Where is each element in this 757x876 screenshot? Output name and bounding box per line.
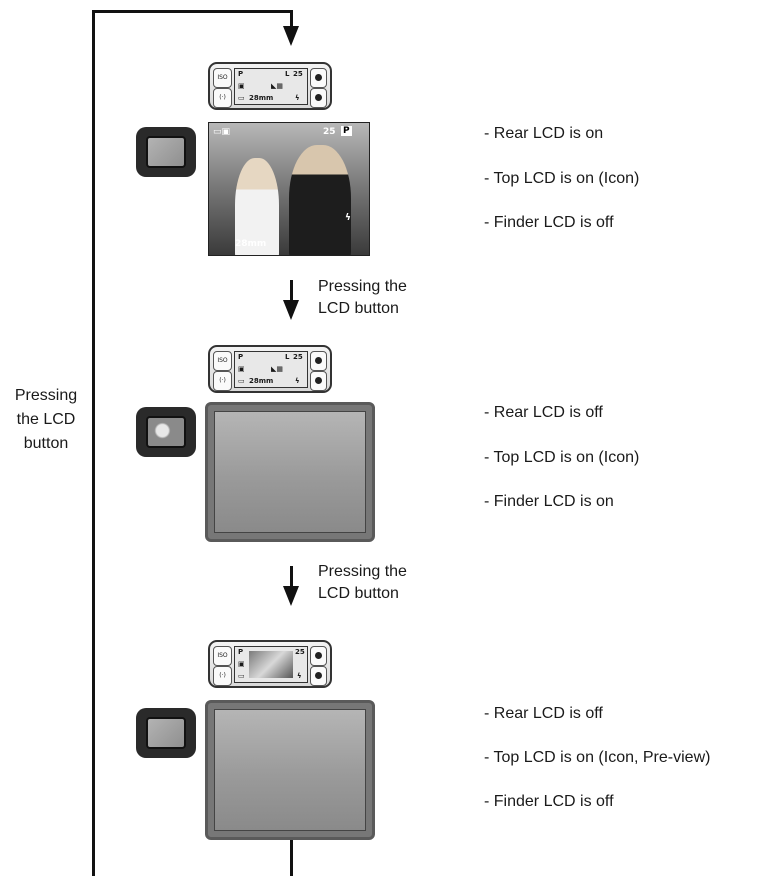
top-lcd-device: ISO (·) P L 25 ◣▦ ▣ ▭ 28mm ϟ (208, 62, 332, 110)
top-lcd-device: ISO (·) P 25 ▣ ▭ ϟ (208, 640, 332, 688)
step-2-desc-2: - Top LCD is on (Icon) (484, 448, 639, 468)
mode-button: (·) (213, 371, 232, 391)
rear-lcd-on: ▭▣ 25 P 28mm ϟ (208, 122, 370, 256)
top-lcd-device: ISO (·) P L 25 ◣▦ ▣ ▭ 28mm ϟ (208, 345, 332, 393)
top-lcd-screen: P 25 ▣ ▭ ϟ (234, 646, 308, 683)
transition-1-line (290, 280, 293, 302)
quality-icon: ◣▦ (271, 82, 283, 90)
step-3-desc-2: - Top LCD is on (Icon, Pre-view) (484, 748, 710, 768)
rear-flash-icon: ϟ (345, 213, 351, 223)
flash-icon: ϟ (295, 377, 300, 385)
mode-indicator: P (238, 70, 243, 78)
rear-mode-badge: P (341, 126, 352, 136)
iso-button: ISO (213, 351, 232, 371)
size-indicator: L (285, 353, 289, 361)
mode-button: (·) (213, 666, 232, 686)
quality-icon: ◣▦ (271, 365, 283, 373)
step-1-desc-1: - Rear LCD is on (484, 124, 603, 144)
shot-count: 25 (295, 648, 305, 656)
top-lcd-screen: P L 25 ◣▦ ▣ ▭ 28mm ϟ (234, 68, 308, 105)
step-3-desc-1: - Rear LCD is off (484, 704, 603, 724)
flash-mode-icon: ▣ (238, 365, 245, 373)
loop-entry-arrow (283, 26, 299, 46)
mode-button: (·) (213, 88, 232, 108)
step-1-desc-2: - Top LCD is on (Icon) (484, 169, 639, 189)
step-3-desc-3: - Finder LCD is off (484, 792, 614, 812)
battery-icon: ▭ (238, 672, 245, 680)
top-lcd-screen: P L 25 ◣▦ ▣ ▭ 28mm ϟ (234, 351, 308, 388)
finder-button (136, 407, 196, 457)
zoom-indicator: 28mm (249, 94, 273, 102)
transition-1-arrow (283, 300, 299, 320)
iso-button: ISO (213, 646, 232, 666)
step-2-desc-1: - Rear LCD is off (484, 403, 603, 423)
loop-top-line (92, 10, 293, 13)
zoom-indicator: 28mm (249, 377, 273, 385)
timer-button (310, 88, 327, 108)
transition-2-arrow (283, 586, 299, 606)
battery-icon: ▭ (238, 94, 245, 102)
flash-mode-icon: ▣ (238, 82, 245, 90)
mode-indicator: P (238, 648, 243, 656)
mode-indicator: P (238, 353, 243, 361)
transition-2-label: Pressing the LCD button (318, 561, 407, 605)
size-indicator: L (285, 70, 289, 78)
timer-button (310, 666, 327, 686)
finder-button (136, 127, 196, 177)
battery-icon: ▭ (238, 377, 245, 385)
top-lcd-preview-image (249, 651, 293, 678)
flash-icon: ϟ (295, 94, 300, 102)
top-right-button (310, 646, 327, 666)
finder-button (136, 708, 196, 758)
rear-lcd-off (205, 700, 375, 840)
timer-button (310, 371, 327, 391)
step-2-desc-3: - Finder LCD is on (484, 492, 614, 512)
rear-shot-count: 25 (323, 127, 336, 137)
finder-lcd-off (146, 717, 186, 749)
top-right-button (310, 68, 327, 88)
loop-left-line (92, 10, 95, 876)
rear-lcd-glass (214, 411, 366, 533)
flash-icon: ϟ (297, 672, 302, 680)
iso-button: ISO (213, 68, 232, 88)
finder-lcd-off (146, 136, 186, 168)
transition-2-line (290, 566, 293, 588)
finder-lcd-on (146, 416, 186, 448)
shot-count: 25 (293, 70, 303, 78)
top-right-button (310, 351, 327, 371)
transition-1-label: Pressing the LCD button (318, 276, 407, 320)
rear-lcd-glass (214, 709, 366, 831)
step-1-desc-3: - Finder LCD is off (484, 213, 614, 233)
rear-zoom-indicator: 28mm (235, 239, 266, 249)
shot-count: 25 (293, 353, 303, 361)
rear-lcd-off (205, 402, 375, 542)
rear-battery-icon: ▭▣ (213, 127, 230, 137)
photo-person-right (289, 145, 351, 256)
flash-mode-icon: ▣ (238, 660, 245, 668)
side-label: Pressing the LCD button (0, 384, 92, 456)
